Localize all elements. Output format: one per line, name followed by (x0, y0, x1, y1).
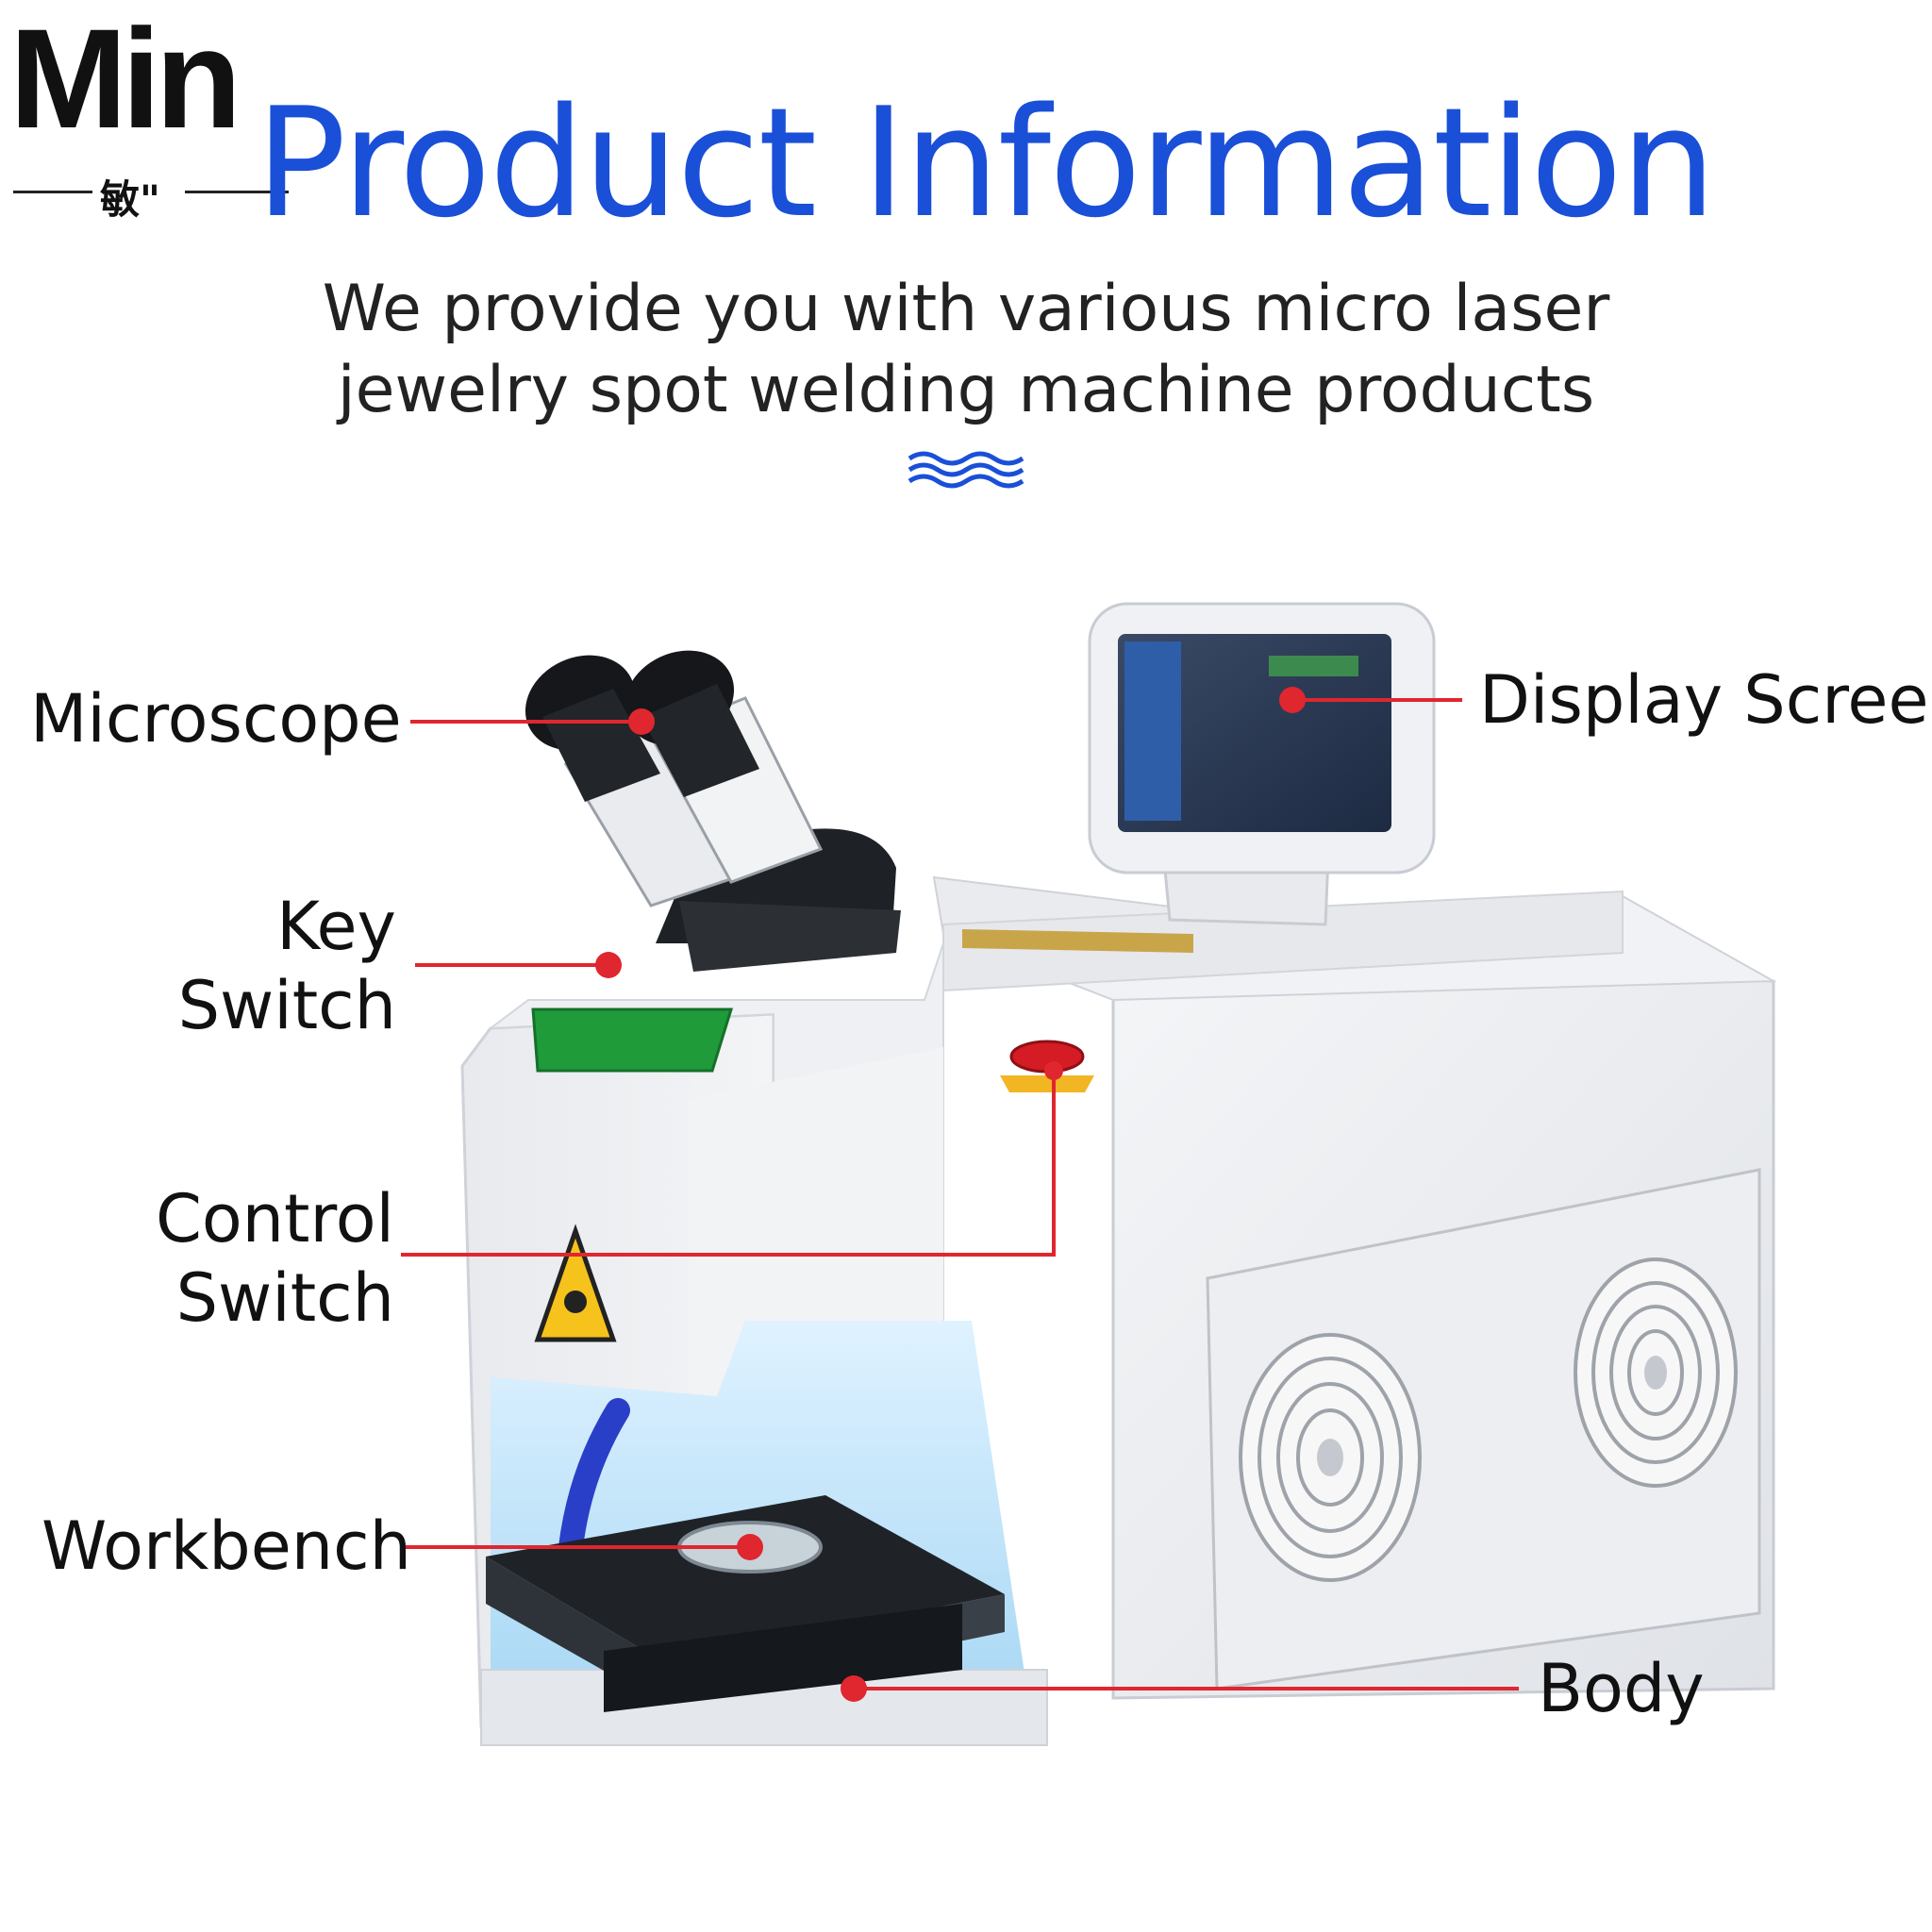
page-subtitle: We provide you with various micro laser … (0, 269, 1932, 431)
page-title: Product Information (255, 75, 1717, 251)
label-workbench: Workbench (42, 1507, 411, 1585)
label-microscope: Microscope (30, 680, 402, 758)
machine-body (932, 875, 1777, 1700)
wave-divider-icon (908, 451, 1024, 489)
logo-sub: 敏" (100, 176, 160, 223)
leader-lines (401, 687, 1519, 1702)
workbench (486, 1495, 1005, 1712)
cooling-fan-right (1574, 1257, 1738, 1488)
label-body: Body (1538, 1650, 1705, 1727)
label-key-switch: Key Switch (170, 887, 396, 1045)
laser-warning-icon (534, 1224, 617, 1342)
label-key-switch-line-2: Switch (177, 967, 396, 1044)
label-control-switch: Control Switch (113, 1179, 394, 1338)
logo-line-right (185, 191, 289, 193)
display-screen (1088, 602, 1436, 926)
label-display-screen: Display Screen (1479, 661, 1932, 739)
logo-line-left (13, 191, 92, 193)
cooling-fan-left (1239, 1333, 1422, 1582)
subtitle-line-1: We provide you with various micro laser (322, 272, 1610, 346)
subtitle-line-2: jewelry spot welding machine products (337, 353, 1595, 427)
gas-nozzle (558, 1398, 630, 1559)
brand-logo: Min 敏" (9, 0, 292, 223)
label-key-switch-line-1: Key (276, 888, 396, 965)
label-control-switch-line-2: Switch (175, 1259, 394, 1337)
label-control-switch-line-1: Control (155, 1180, 394, 1257)
logo-word: Min (9, 0, 242, 158)
microscope (525, 650, 901, 972)
